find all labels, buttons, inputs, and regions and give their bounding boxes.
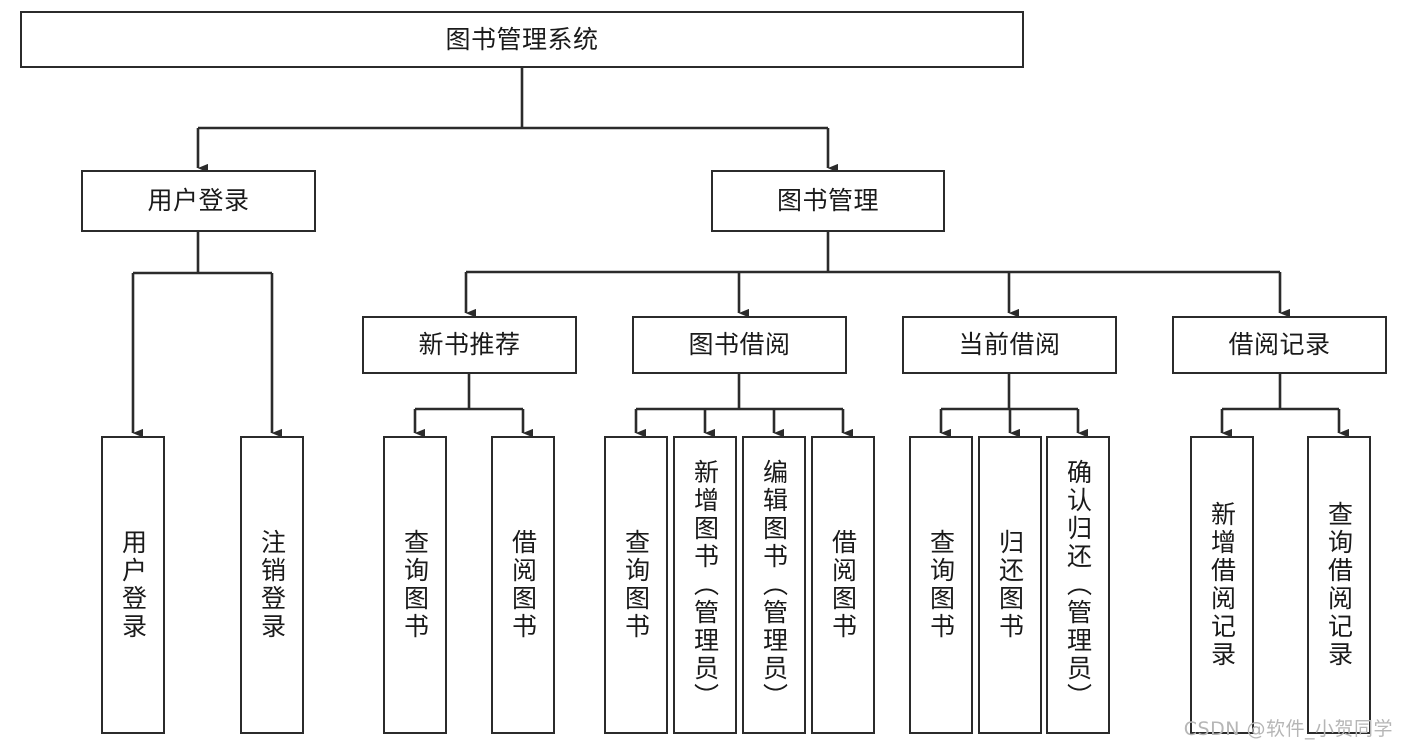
node-label: 注销登录 <box>257 529 287 641</box>
node-label: 编辑图书（管理员） <box>759 459 789 711</box>
node-new-book-recommend[interactable]: 新书推荐 <box>362 316 577 374</box>
node-user-login[interactable]: 用户登录 <box>81 170 316 232</box>
node-label: 图书管理系统 <box>445 24 599 54</box>
leaf-edit-book-admin[interactable]: 编辑图书（管理员） <box>742 436 806 734</box>
node-label: 查询图书 <box>926 529 956 641</box>
node-label: 图书借阅 <box>688 330 791 360</box>
node-book-borrow[interactable]: 图书借阅 <box>632 316 847 374</box>
leaf-add-borrow-record[interactable]: 新增借阅记录 <box>1190 436 1254 734</box>
node-label: 新增图书（管理员） <box>690 459 720 711</box>
node-label: 查询借阅记录 <box>1324 501 1354 669</box>
leaf-query-book-current[interactable]: 查询图书 <box>909 436 973 734</box>
node-label: 用户登录 <box>147 186 250 216</box>
node-label: 图书管理 <box>776 186 879 216</box>
leaf-query-book-new-recommend[interactable]: 查询图书 <box>383 436 447 734</box>
node-label: 新书推荐 <box>418 330 521 360</box>
leaf-borrow-book-new-recommend[interactable]: 借阅图书 <box>491 436 555 734</box>
leaf-confirm-return-admin[interactable]: 确认归还（管理员） <box>1046 436 1110 734</box>
node-label: 借阅图书 <box>508 529 538 641</box>
node-label: 确认归还（管理员） <box>1063 459 1093 711</box>
node-label: 归还图书 <box>995 529 1025 641</box>
node-label: 查询图书 <box>400 529 430 641</box>
node-label: 当前借阅 <box>958 330 1061 360</box>
node-borrow-record[interactable]: 借阅记录 <box>1172 316 1387 374</box>
node-label: 借阅记录 <box>1228 330 1331 360</box>
leaf-user-login[interactable]: 用户登录 <box>101 436 165 734</box>
leaf-borrow-book-borrow[interactable]: 借阅图书 <box>811 436 875 734</box>
leaf-logout-login[interactable]: 注销登录 <box>240 436 304 734</box>
node-label: 新增借阅记录 <box>1207 501 1237 669</box>
node-label: 借阅图书 <box>828 529 858 641</box>
node-book-management[interactable]: 图书管理 <box>711 170 945 232</box>
leaf-return-book[interactable]: 归还图书 <box>978 436 1042 734</box>
leaf-add-book-admin[interactable]: 新增图书（管理员） <box>673 436 737 734</box>
node-label: 查询图书 <box>621 529 651 641</box>
leaf-query-borrow-record[interactable]: 查询借阅记录 <box>1307 436 1371 734</box>
node-current-borrow[interactable]: 当前借阅 <box>902 316 1117 374</box>
watermark-text: CSDN @软件_小贺同学 <box>1183 718 1393 740</box>
node-label: 用户登录 <box>118 529 148 641</box>
leaf-query-book-borrow[interactable]: 查询图书 <box>604 436 668 734</box>
node-root-book-management-system[interactable]: 图书管理系统 <box>20 11 1024 68</box>
